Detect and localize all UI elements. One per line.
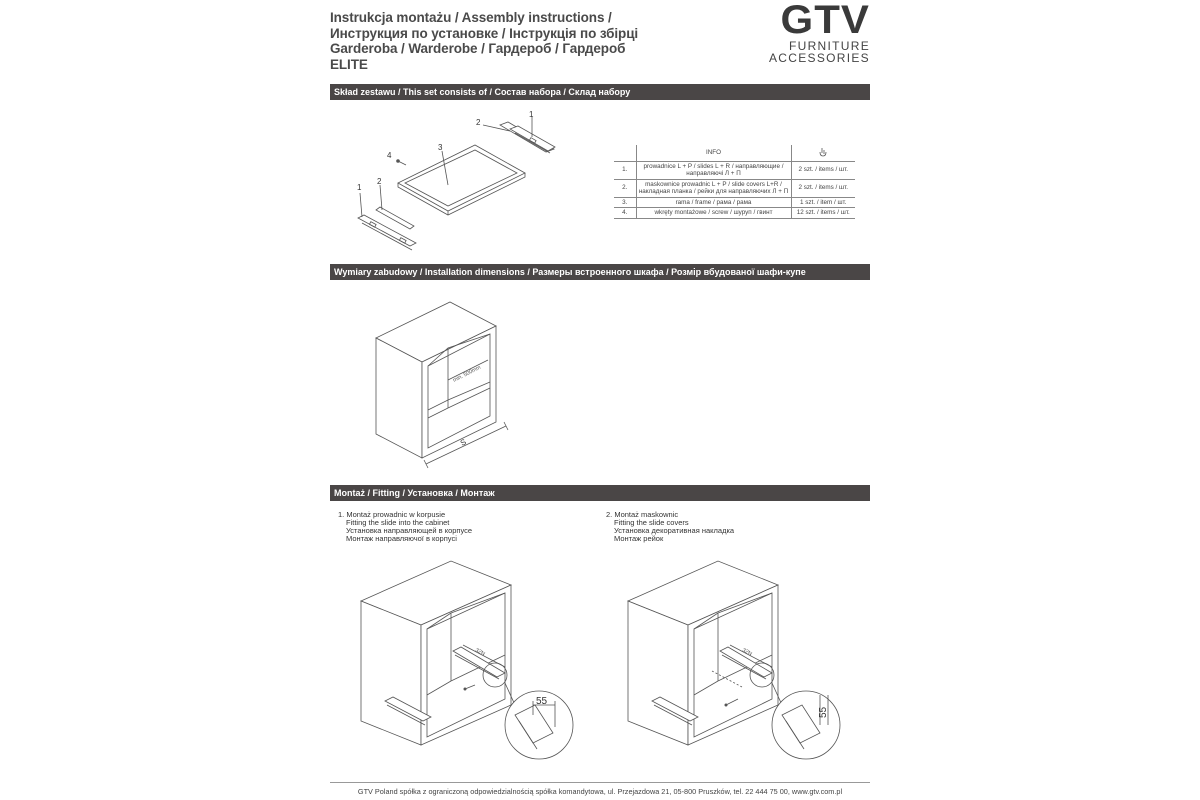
slide-bottom — [357, 206, 417, 251]
step-2-text: 2. Montaż maskownic Fitting the slide co… — [606, 510, 735, 543]
section-bar-set: Skład zestawu / This set consists of / С… — [330, 84, 870, 100]
table-row: 4. wkręty montażowe / screw / шуруп / гв… — [614, 207, 855, 219]
part-label: 2 — [476, 118, 481, 127]
part-label: 3 — [438, 143, 443, 152]
title-line: Instrukcja montażu / Assembly instructio… — [330, 10, 612, 25]
row-description: prowadnice L + P / slides L + R / направ… — [636, 161, 792, 180]
step-2-illustration: 32N 55 — [626, 560, 841, 760]
part-label: 1 — [529, 110, 534, 119]
row-number: 1. — [614, 161, 637, 180]
section-bar-fitting: Montaż / Fitting / Установка / Монтаж — [330, 485, 870, 501]
table-row: 3. rama / frame / рама / рама 1 szt. / i… — [614, 197, 855, 208]
logo-mark: GTV — [780, 0, 870, 42]
part-label: 1 — [357, 183, 362, 192]
row-description: rama / frame / рама / рама — [636, 197, 792, 208]
section-bar-dimensions: Wymiary zabudowy / Installation dimensio… — [330, 264, 870, 280]
row-quantity: 1 szt. / item / шт. — [791, 197, 855, 208]
step-1-text: 1. Montaż prowadnic w korpusie Fitting t… — [338, 510, 473, 543]
parts-info-table: INFO 1. prowadnice L + P / slides L + R … — [614, 145, 855, 219]
screw-part — [396, 159, 407, 166]
document-title: Instrukcja montażu / Assembly instructio… — [330, 10, 638, 72]
table-header-info: INFO — [636, 145, 792, 162]
width-label: S — [459, 437, 468, 447]
row-description: maskownice prowadnic L + P / slide cover… — [636, 179, 792, 198]
title-line: Инструкция по установке / Інструкція по … — [330, 25, 639, 41]
slide-position-label: 32N — [474, 647, 486, 657]
table-row: 1. prowadnice L + P / slides L + R / нап… — [614, 161, 855, 180]
gtv-logo: GTV FURNITURE ACCESSORIES — [754, 0, 870, 64]
slide-top — [499, 121, 556, 154]
part-label: 2 — [377, 177, 382, 186]
detail-dimension-label: 55 — [818, 706, 829, 718]
row-number: 2. — [614, 179, 637, 198]
company-footer: GTV Poland spółka z ograniczoną odpowied… — [330, 782, 870, 796]
row-number: 4. — [614, 207, 637, 219]
cabinet-dimensions-illustration: min. 500mm S — [375, 301, 509, 469]
row-description: wkręty montażowe / screw / шуруп / гвинт — [636, 207, 792, 219]
title-line: ELITE — [330, 56, 368, 72]
row-quantity: 2 szt. / items / шт. — [791, 161, 855, 180]
logo-line1: FURNITURE — [788, 39, 870, 53]
row-number: 3. — [614, 197, 637, 208]
detail-dimension-label: 55 — [536, 696, 548, 707]
part-label: 4 — [387, 151, 392, 160]
step-1-illustration: 32N 55 — [359, 560, 574, 760]
row-quantity: 12 szt. / items / шт. — [791, 207, 855, 219]
table-row: 2. maskownice prowadnic L + P / slide co… — [614, 179, 855, 198]
slide-position-label: 32N — [741, 647, 753, 657]
frame-part — [397, 144, 526, 216]
parts-illustration: 1 2 3 4 2 1 — [357, 110, 556, 251]
quantity-header — [791, 145, 855, 162]
title-line: Garderoba / Warderobe / Гардероб / Гарде… — [330, 41, 626, 56]
hand-icon — [819, 147, 827, 156]
row-quantity: 2 szt. / items / шт. — [791, 179, 855, 198]
logo-line2: ACCESSORIES — [769, 51, 870, 65]
